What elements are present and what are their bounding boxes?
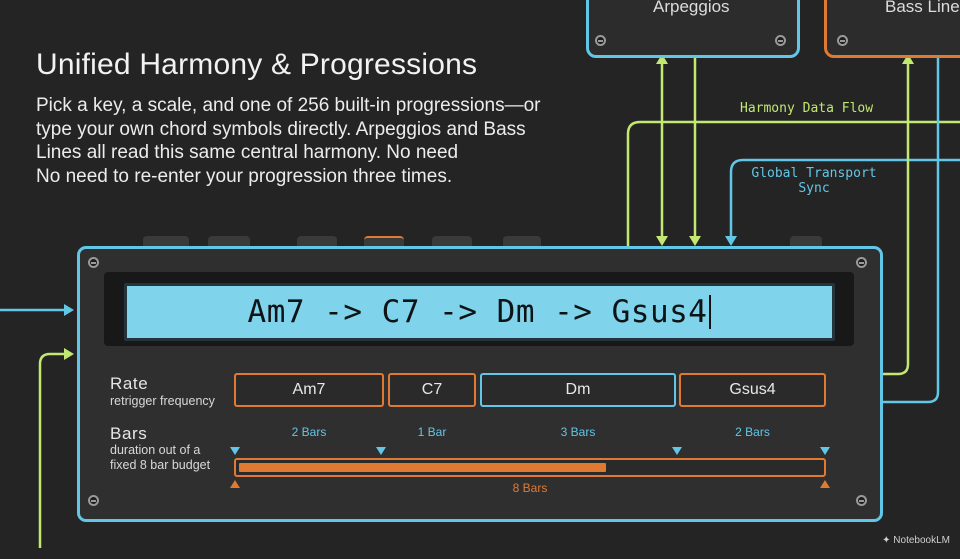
bar-boundary-marker-icon: [230, 447, 240, 455]
screw-icon: [88, 495, 99, 506]
description-line: Lines all read this same central harmony…: [36, 142, 459, 163]
arpeggios-module: Arpeggios: [586, 0, 800, 58]
budget-start-marker-icon: [230, 480, 240, 488]
budget-total-label: 8 Bars: [512, 481, 548, 495]
description-line: type your own chord symbols directly. Ar…: [36, 118, 526, 140]
chord-block[interactable]: Am7: [234, 373, 384, 407]
progression-display[interactable]: Am7 -> C7 -> Dm -> Gsus4: [124, 283, 835, 341]
chord-duration: 1 Bar: [417, 425, 447, 439]
description: Pick a key, a scale, and one of 256 buil…: [36, 94, 576, 188]
rate-sublabel: retrigger frequency: [110, 394, 215, 408]
chord-name: C7: [421, 381, 443, 398]
bar-boundary-marker-icon: [820, 447, 830, 455]
bass-lines-module: Bass Lines: [824, 0, 960, 58]
screw-icon: [856, 495, 867, 506]
arp-down-arrowhead-1: [656, 236, 668, 246]
left-blue-arrowhead: [64, 304, 74, 316]
bars-sublabel-line: duration out of a: [110, 443, 201, 457]
bass-blue-line: [880, 58, 940, 404]
screw-icon: [775, 35, 786, 46]
bar-budget-meter: [234, 458, 826, 477]
harmony-flow-line: [626, 120, 960, 246]
chord-duration: 3 Bars: [560, 425, 596, 439]
transport-sync-line: [729, 158, 960, 244]
chord-name: Gsus4: [729, 381, 776, 398]
bass-up-arrowhead: [902, 54, 914, 64]
bar-budget-fill: [239, 463, 606, 472]
transport-arrowhead: [725, 236, 737, 246]
description-line: No need to re-enter your progression thr…: [36, 165, 453, 187]
budget-end-marker-icon: [820, 480, 830, 488]
page-title: Unified Harmony & Progressions: [36, 48, 478, 81]
arp-down-arrowhead-2: [689, 236, 701, 246]
brand-watermark: ✦ NotebookLM: [882, 535, 950, 546]
progression-text: Am7 -> C7 -> Dm -> Gsus4: [247, 294, 708, 330]
bar-boundary-marker-icon: [672, 447, 682, 455]
transport-label-line: Global Transport: [751, 166, 877, 181]
transport-sync-label: Global Transport Sync: [740, 166, 888, 196]
chord-duration: 2 Bars: [291, 425, 327, 439]
bass-lines-label: Bass Lines: [885, 0, 960, 16]
screw-icon: [595, 35, 606, 46]
bars-sublabel-line: fixed 8 bar budget: [110, 458, 211, 472]
bass-green-line: [880, 62, 910, 376]
text-cursor: [709, 295, 712, 329]
bar-boundary-marker-icon: [376, 447, 386, 455]
screw-icon: [88, 257, 99, 268]
description-line: Pick a key, a scale, and one of 256 buil…: [36, 95, 541, 116]
chord-duration: 2 Bars: [735, 425, 770, 439]
brand-name: NotebookLM: [893, 535, 950, 546]
harmony-flow-label: Harmony Data Flow: [740, 101, 874, 116]
bars-sublabel: duration out of a fixed 8 bar budget: [110, 443, 210, 473]
screw-icon: [856, 257, 867, 268]
chord-name: Am7: [292, 381, 326, 398]
left-green-input-line: [38, 352, 66, 548]
chord-block[interactable]: C7: [388, 373, 476, 407]
chord-block[interactable]: Gsus4: [679, 373, 826, 407]
arpeggios-label: Arpeggios: [653, 0, 730, 16]
left-green-arrowhead: [64, 348, 74, 360]
transport-label-line: Sync: [798, 181, 830, 196]
chord-name: Dm: [565, 381, 591, 398]
screw-icon: [837, 35, 848, 46]
rate-label: Rate: [110, 374, 149, 393]
arp-up-arrowhead: [656, 54, 668, 64]
bars-label: Bars: [110, 424, 148, 443]
chord-block[interactable]: Dm: [480, 373, 676, 407]
